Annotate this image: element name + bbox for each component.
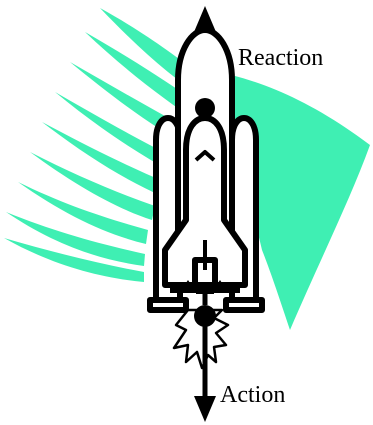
reaction-label: Reaction [238,46,323,70]
space-shuttle-icon [150,30,262,310]
reaction-point-icon [195,98,215,118]
action-label: Action [220,383,285,407]
